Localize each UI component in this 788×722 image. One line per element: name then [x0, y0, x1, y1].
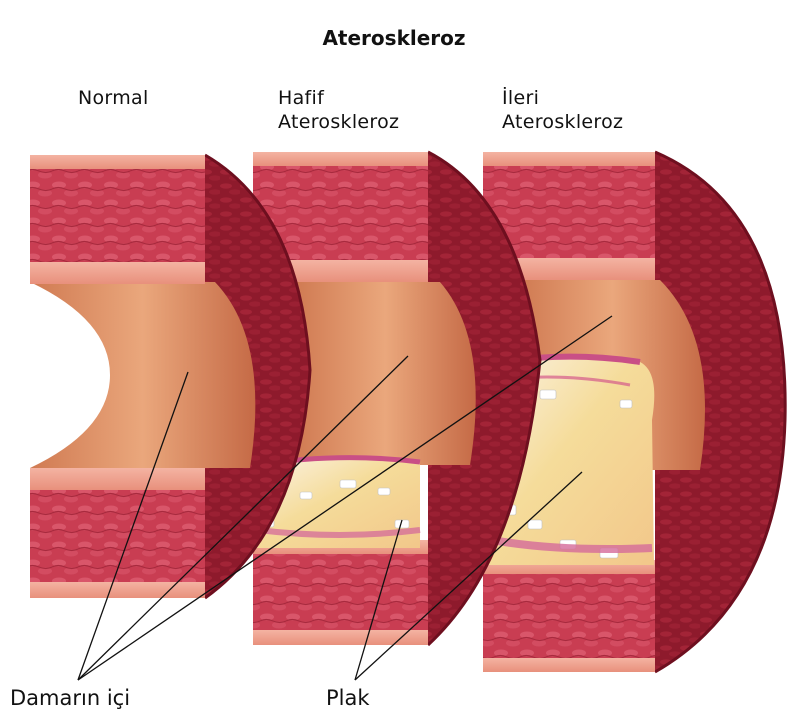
label-plaque: Plak [326, 686, 370, 710]
label-lumen: Damarın içi [10, 686, 130, 710]
